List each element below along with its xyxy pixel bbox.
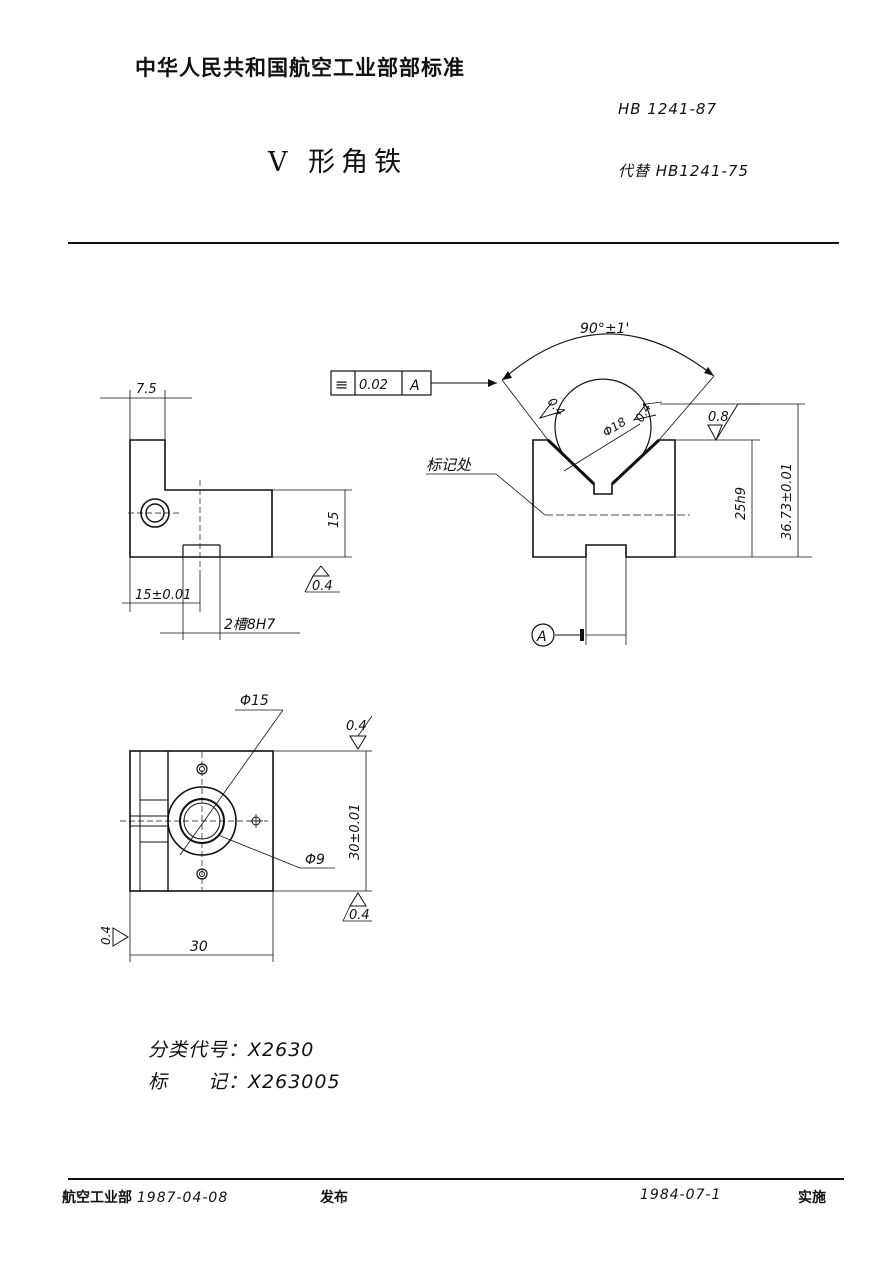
classification-code: 分类代号：X2630: [148, 1039, 315, 1061]
side-outer-height: 36.73±0.01: [780, 463, 795, 540]
marking-location-label: 标记处: [426, 456, 472, 474]
effective-date: 1984-07-1: [640, 1187, 722, 1203]
replaces-standard: 代替 HB1241-75: [618, 162, 750, 180]
side-view: Φ18 90°±1' ≡ 0.02 A 0.4 0.4 0.8 2: [330, 321, 812, 647]
circle-dia-label: Φ18: [600, 414, 629, 439]
slot-note-label: 2槽8H7: [224, 617, 275, 633]
issuer-name: 航空工业部: [62, 1190, 132, 1206]
angle-label: 90°±1': [580, 321, 629, 337]
tolerance-datum: A: [409, 378, 420, 394]
issued-label: 发布: [320, 1190, 348, 1206]
front-roughness-label: 0.4: [312, 579, 333, 594]
side-inner-height: 25h9: [734, 487, 749, 520]
large-dia-label: Φ15: [240, 693, 269, 709]
tolerance-value: 0.02: [359, 378, 388, 393]
front-view: 7.5 15 0.4 15±0.01 2槽8H7: [100, 382, 352, 640]
top-width-label: 30: [190, 939, 208, 955]
document-title: V 形角铁: [268, 147, 408, 178]
issue-date: 1987-04-08: [136, 1190, 229, 1206]
small-dia-label: Φ9: [305, 852, 325, 868]
datum-a-label: A: [536, 629, 547, 645]
side-roughness-edge: 0.8: [708, 410, 729, 425]
marking-code: 标 记：X263005: [148, 1071, 341, 1093]
front-offset-label: 15±0.01: [135, 588, 191, 603]
issuing-organization: 中华人民共和国航空工业部部标准: [135, 56, 465, 80]
top-height-label: 30±0.01: [348, 804, 363, 860]
front-width-label: 7.5: [136, 382, 157, 397]
footer-rule: [68, 1178, 844, 1180]
header-rule: [68, 242, 839, 244]
standard-number: HB 1241-87: [618, 100, 718, 118]
top-roughness-bottom: 0.4: [349, 908, 370, 923]
tolerance-symbol: ≡: [335, 375, 348, 394]
footer-issuer: 航空工业部 1987-04-08: [62, 1187, 228, 1207]
front-height-label: 15: [327, 511, 342, 528]
top-roughness-top: 0.4: [346, 719, 367, 734]
implemented-label: 实施: [798, 1190, 826, 1206]
top-roughness-left: 0.4: [99, 926, 113, 945]
top-view: Φ15 Φ9 30±0.01 0.4 0.4 30 0.4: [99, 693, 373, 962]
